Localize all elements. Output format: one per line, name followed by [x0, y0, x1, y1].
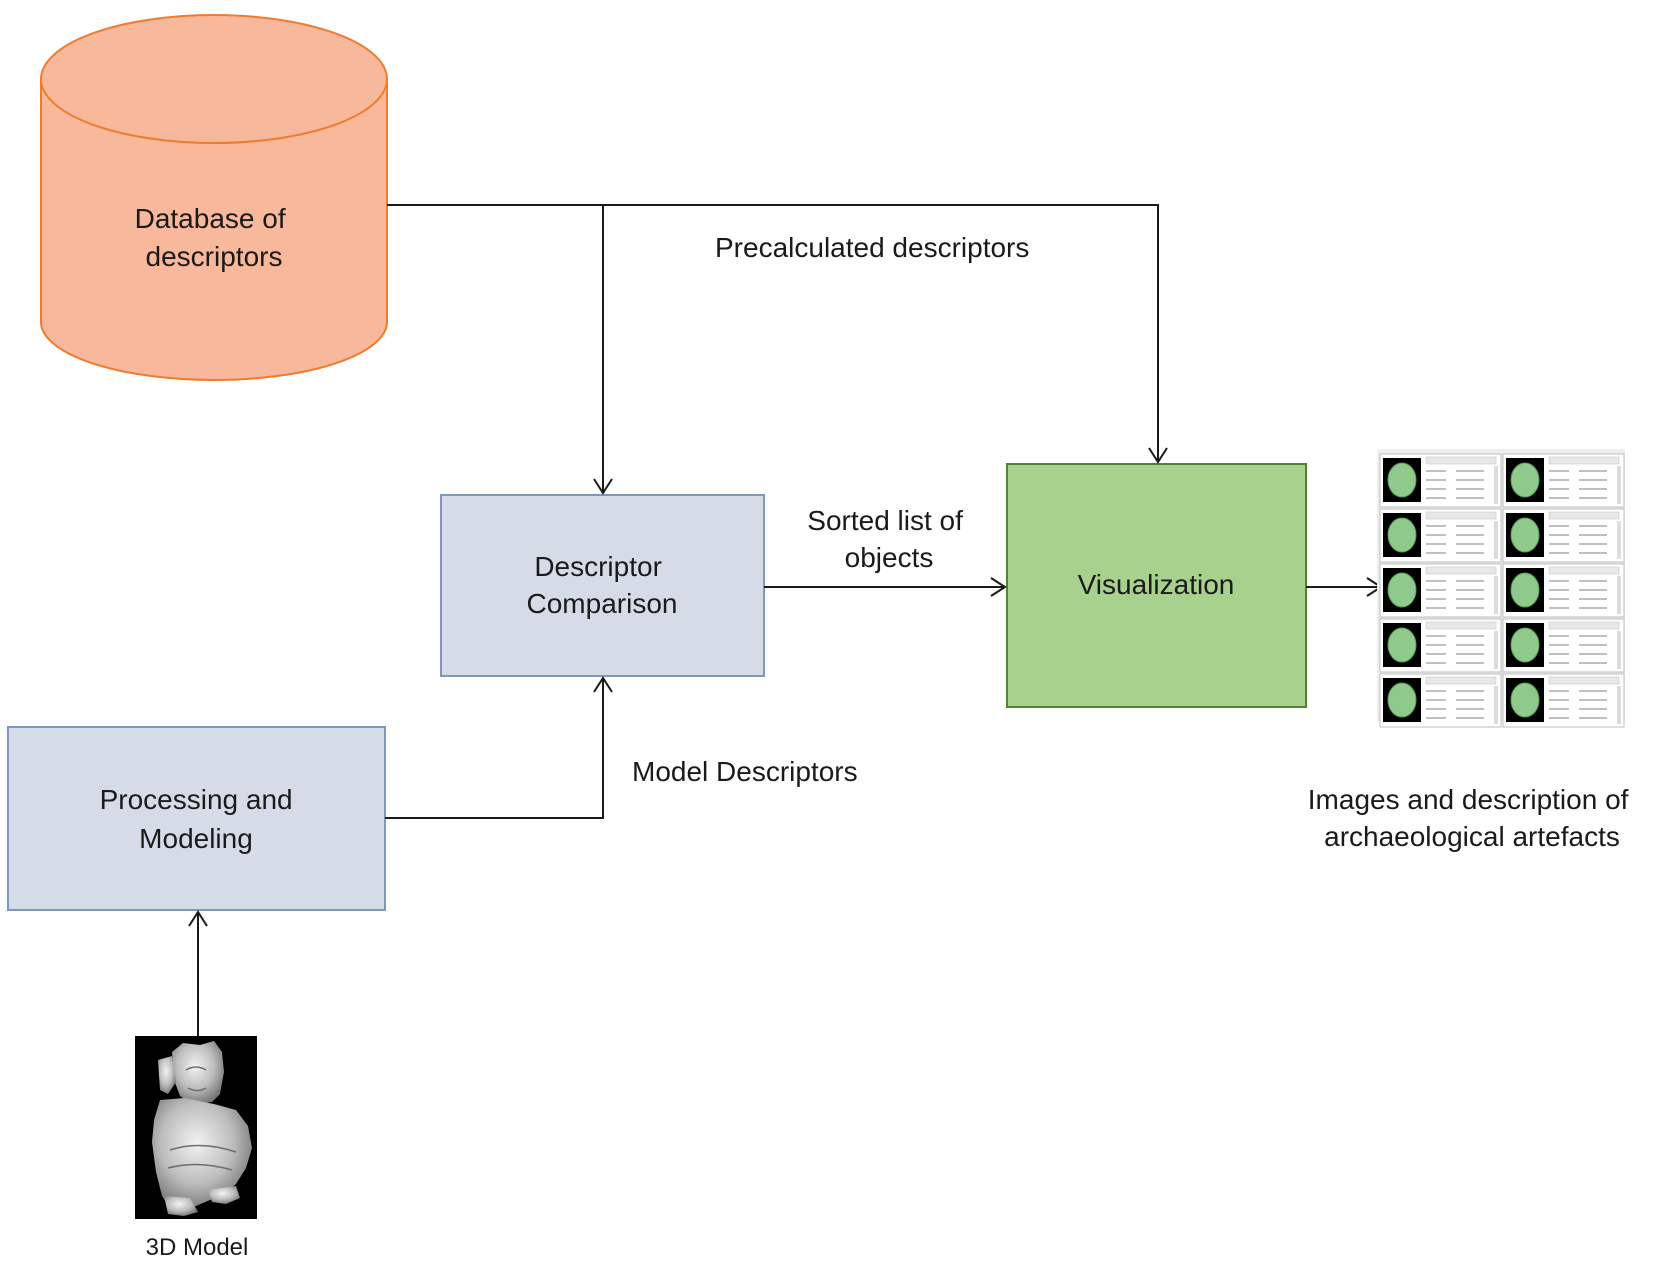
database-cylinder-top: [40, 14, 388, 144]
svg-text:Processing and Modeling: Processing and Modeling: [100, 784, 301, 854]
arrowhead-into-comparison-top: [593, 478, 613, 495]
result-card: [1379, 618, 1502, 673]
results-caption-line-2: archaeological artefacts: [1324, 821, 1620, 852]
model-caption: 3D Model: [146, 1234, 249, 1261]
mask-face-icon: [1387, 572, 1417, 608]
edge-database-to-visualization: [387, 204, 1159, 462]
result-card: [1379, 508, 1502, 563]
statue-figure: [152, 1041, 252, 1216]
processing-label-line-1: Processing and: [100, 784, 293, 815]
result-card: [1502, 673, 1625, 728]
result-card: [1502, 563, 1625, 618]
processing-label-line-2: Modeling: [139, 823, 253, 854]
arrowhead-into-visualization: [1148, 447, 1168, 464]
sorted-list-label-line-2: objects: [845, 542, 934, 573]
model-descriptors-label: Model Descriptors: [632, 756, 858, 787]
comparison-label-line-1: Descriptor: [534, 551, 662, 582]
svg-text:Images and description of: Images and description of archaeological…: [1308, 784, 1636, 852]
sorted-list-label-line-1: Sorted list of: [807, 505, 963, 536]
mask-face-icon: [1387, 462, 1417, 498]
result-cards-thumbnail: [1377, 449, 1625, 728]
mask-face-icon: [1387, 682, 1417, 718]
mask-face-icon: [1510, 627, 1540, 663]
descriptor-comparison-box: [440, 494, 765, 677]
svg-text:Visualization: Visualization: [1078, 569, 1235, 600]
arrowhead-into-processing: [188, 910, 208, 927]
result-card: [1379, 673, 1502, 728]
mask-face-icon: [1510, 572, 1540, 608]
result-card: [1379, 563, 1502, 618]
statue-3d-model-image: [135, 1036, 257, 1219]
mask-face-icon: [1387, 627, 1417, 663]
visualization-box: [1006, 463, 1307, 708]
mask-face-icon: [1510, 682, 1540, 718]
arrowhead-into-comparison-bottom: [593, 676, 613, 693]
svg-text:Descriptor Comparison: Descriptor Comparison: [527, 551, 678, 619]
processing-modeling-node: Processing and Modeling: [7, 726, 386, 911]
svg-text:Sorted list of objects: Sorted list of objects: [807, 505, 970, 573]
result-card: [1379, 453, 1502, 508]
database-cylinder-body: [40, 79, 388, 381]
result-card: [1502, 453, 1625, 508]
database-node: Database of descriptors: [40, 14, 388, 381]
database-label-line-2: descriptors: [146, 241, 283, 272]
descriptor-comparison-node: Descriptor Comparison: [440, 494, 765, 677]
result-card: [1502, 618, 1625, 673]
processing-modeling-box: [7, 726, 386, 911]
comparison-label-line-2: Comparison: [527, 588, 678, 619]
arrowhead-into-visualization-left: [990, 577, 1007, 597]
edge-processing-to-comparison: [385, 678, 604, 819]
mask-face-icon: [1510, 462, 1540, 498]
result-card: [1502, 508, 1625, 563]
visualization-label: Visualization: [1078, 569, 1235, 600]
results-caption-line-1: Images and description of: [1308, 784, 1629, 815]
svg-text:Database of descriptors: Database of descriptors: [135, 203, 294, 272]
mask-face-icon: [1510, 517, 1540, 553]
database-label-line-1: Database of: [135, 203, 286, 234]
mask-face-icon: [1387, 517, 1417, 553]
precalculated-descriptors-label: Precalculated descriptors: [715, 232, 1029, 263]
visualization-node: Visualization: [1006, 463, 1307, 708]
